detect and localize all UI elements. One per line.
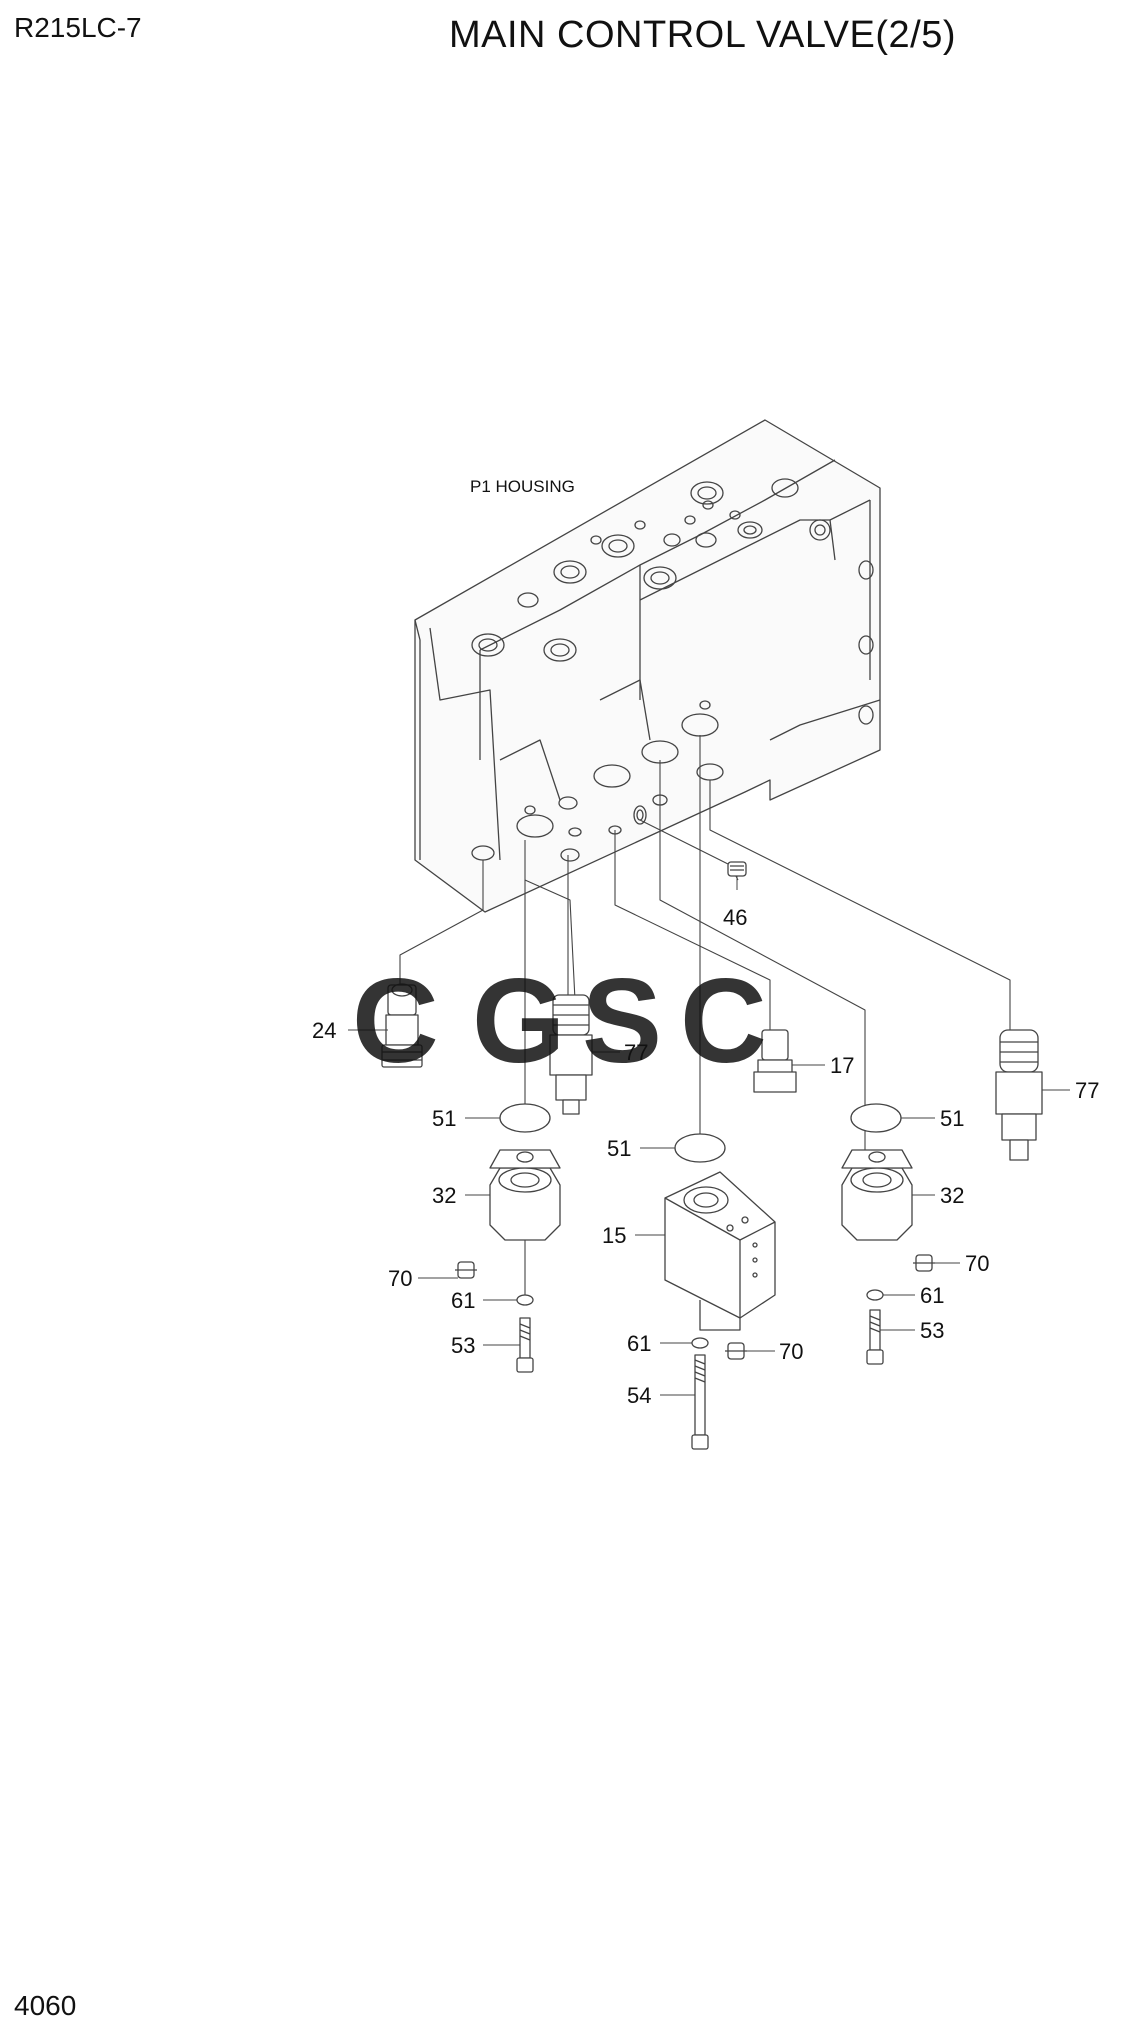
part-17-check-valve bbox=[753, 1029, 797, 1093]
part-61-washer-right bbox=[866, 1289, 884, 1301]
callout-70-left: 70 bbox=[388, 1266, 412, 1291]
p1-housing-block bbox=[414, 419, 881, 913]
callout-leaders bbox=[348, 876, 1070, 1396]
callout-32-right: 32 bbox=[940, 1183, 964, 1208]
part-61-washer-centre bbox=[691, 1337, 709, 1349]
callout-51-right: 51 bbox=[940, 1106, 964, 1131]
callout-15: 15 bbox=[602, 1223, 626, 1248]
part-77-valve-right bbox=[995, 1029, 1043, 1161]
callout-54: 54 bbox=[627, 1383, 651, 1408]
watermark-letter-c1: C bbox=[352, 954, 439, 1088]
part-51-oring-centre bbox=[674, 1133, 726, 1163]
callout-61-left: 61 bbox=[451, 1288, 475, 1313]
part-32-cover-left bbox=[489, 1149, 561, 1241]
part-70-plug-centre bbox=[725, 1342, 747, 1360]
callout-77-left: 77 bbox=[624, 1040, 648, 1065]
part-53-bolt-left bbox=[516, 1317, 534, 1373]
part-46-plug bbox=[727, 861, 747, 877]
callout-70-right: 70 bbox=[965, 1251, 989, 1276]
watermark-letter-s: S bbox=[582, 954, 662, 1088]
callout-32-left: 32 bbox=[432, 1183, 456, 1208]
callout-53-right: 53 bbox=[920, 1318, 944, 1343]
housing-label: P1 HOUSING bbox=[470, 477, 575, 496]
callout-24: 24 bbox=[312, 1018, 336, 1043]
watermark-letter-g: G bbox=[472, 954, 565, 1088]
part-53-bolt-right bbox=[866, 1309, 884, 1365]
watermark-letter-c2: C bbox=[680, 954, 767, 1088]
callout-61-centre: 61 bbox=[627, 1331, 651, 1356]
part-77-valve-left bbox=[549, 994, 593, 1115]
part-51-oring-left bbox=[499, 1103, 551, 1133]
callout-61-right: 61 bbox=[920, 1283, 944, 1308]
page-number: 4060 bbox=[14, 1990, 77, 2021]
part-51-oring-right bbox=[850, 1103, 902, 1133]
callout-70-centre: 70 bbox=[779, 1339, 803, 1364]
model-number: R215LC-7 bbox=[14, 12, 142, 43]
part-32-cover-right bbox=[841, 1149, 913, 1241]
page-title: MAIN CONTROL VALVE(2/5) bbox=[449, 14, 957, 56]
part-15-block bbox=[664, 1171, 776, 1331]
callout-53-left: 53 bbox=[451, 1333, 475, 1358]
callout-17: 17 bbox=[830, 1053, 854, 1078]
part-54-bolt bbox=[691, 1354, 709, 1450]
cgsc-watermark: C G S C bbox=[352, 954, 767, 1088]
part-61-washer-left bbox=[516, 1294, 534, 1306]
callout-46: 46 bbox=[723, 905, 747, 930]
part-70-plug-left bbox=[455, 1261, 477, 1279]
leader-lines bbox=[399, 735, 1011, 1300]
part-70-plug-right bbox=[913, 1254, 935, 1272]
callout-51-centre: 51 bbox=[607, 1136, 631, 1161]
part-24-relief-valve bbox=[381, 983, 423, 1068]
callout-77-right: 77 bbox=[1075, 1078, 1099, 1103]
callout-51-left: 51 bbox=[432, 1106, 456, 1131]
